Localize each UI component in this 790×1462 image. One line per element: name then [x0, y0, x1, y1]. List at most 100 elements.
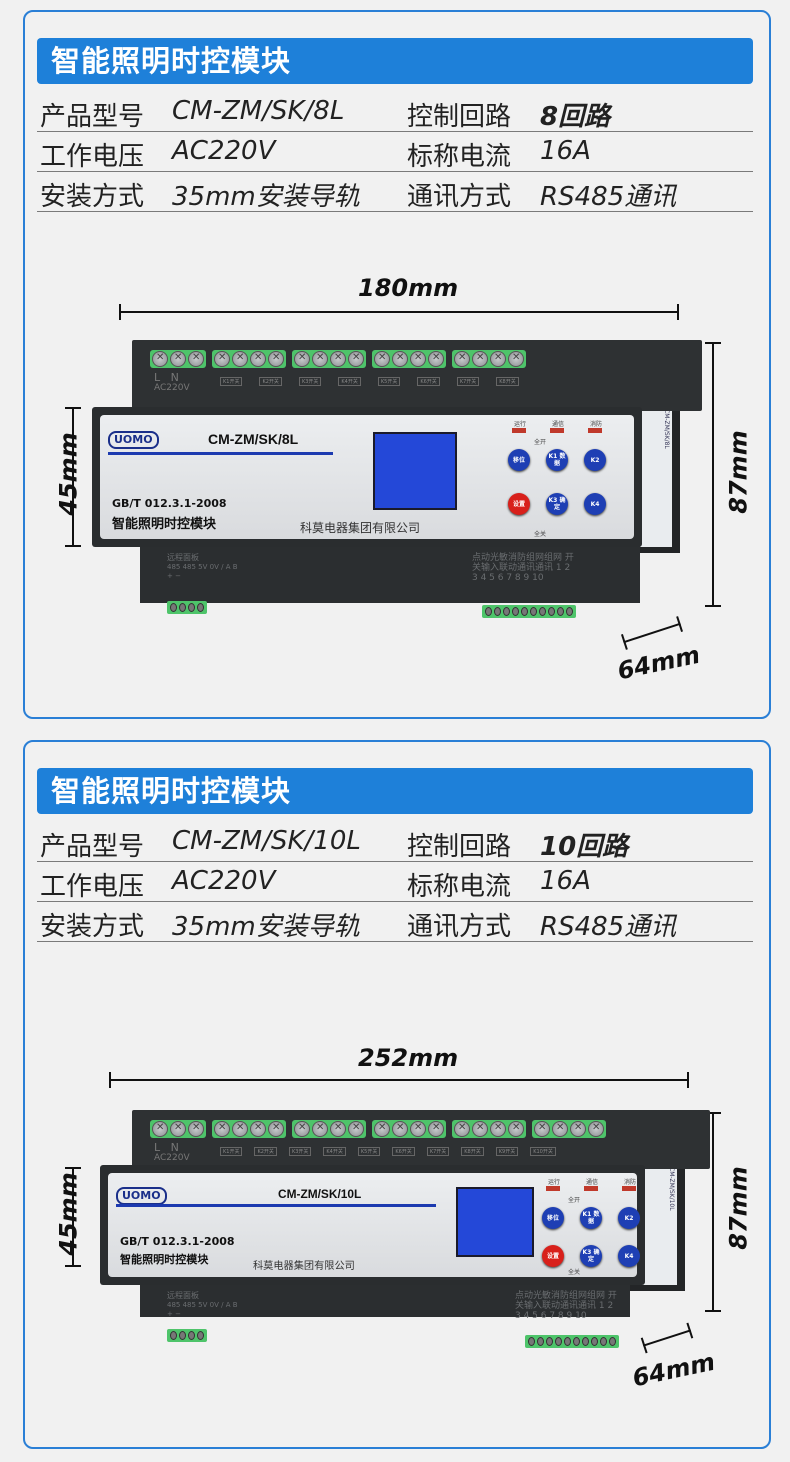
width-dimension-line: [109, 1072, 689, 1088]
spec-row: 安装方式 35mm安装导轨 通讯方式 RS485通讯: [37, 902, 753, 942]
all-on-label: 全开: [568, 1197, 581, 1204]
side-label: CM-ZM/SK/8L: [638, 407, 672, 547]
output-terminals: [150, 1120, 606, 1138]
spec-value: 8回路: [540, 102, 611, 132]
relay-terminal: [292, 1120, 366, 1138]
shift-button[interactable]: 移位: [508, 449, 530, 471]
led-label: 通信: [552, 421, 565, 428]
product-title: 智能照明时控模块: [37, 38, 753, 84]
led-label: 运行: [514, 421, 527, 428]
spec-value: AC220V: [172, 866, 276, 896]
k4-button[interactable]: K4: [618, 1245, 640, 1267]
spec-value: CM-ZM/SK/10L: [172, 826, 361, 856]
input-labels: 点动光敏消防组网组网 开关输入联动通讯通讯 1 2 3 4 5 6 7 8 9 …: [472, 553, 574, 583]
remote-panel-connector: [167, 601, 207, 614]
power-voltage: AC220V: [154, 1153, 190, 1163]
blue-rule: [116, 1204, 436, 1208]
remote-pins: 485 485 5V 0V / A B + −: [167, 1301, 238, 1318]
k3-confirm-button[interactable]: K3 确定: [580, 1245, 602, 1267]
status-led: [588, 428, 602, 433]
power-terminal: [150, 350, 206, 368]
lcd-screen: [373, 432, 457, 510]
k1-data-button[interactable]: K1 数据: [580, 1207, 602, 1229]
height-dimension: 87mm: [724, 1166, 753, 1250]
remote-pins: 485 485 5V 0V / A B + −: [167, 563, 238, 580]
spec-row: 产品型号 CM-ZM/SK/10L 控制回路 10回路: [37, 822, 753, 862]
width-dimension-line: [119, 304, 679, 320]
lcd-screen: [456, 1187, 534, 1258]
shift-button[interactable]: 移位: [542, 1207, 564, 1229]
spec-label: 控制回路: [407, 832, 512, 862]
width-dimension: 180mm: [358, 274, 459, 302]
channel-label: K7开关: [426, 1147, 450, 1156]
remote-panel-title: 远程面板: [167, 1291, 199, 1300]
k2-button[interactable]: K2: [618, 1207, 640, 1229]
product-card-10l: 智能照明时控模块 产品型号 CM-ZM/SK/10L 控制回路 10回路 工作电…: [23, 740, 771, 1449]
relay-terminal: [452, 350, 526, 368]
remote-panel-connector: [167, 1329, 207, 1342]
company-name: 科莫电器集团有限公司: [253, 1261, 355, 1272]
relay-terminal: [532, 1120, 606, 1138]
relay-terminal: [212, 1120, 286, 1138]
settings-button[interactable]: 设置: [542, 1245, 564, 1267]
input-connector: [482, 605, 576, 618]
channel-label: K5开关: [357, 1147, 381, 1156]
company-name: 科莫电器集团有限公司: [300, 521, 421, 535]
power-labels: L N: [154, 1141, 179, 1154]
channel-label: K7开关: [456, 377, 480, 386]
all-on-label: 全开: [534, 439, 547, 446]
status-led: [622, 1186, 636, 1191]
spec-label: 工作电压: [40, 142, 145, 172]
spec-label: 标称电流: [407, 872, 512, 902]
k4-button[interactable]: K4: [584, 493, 606, 515]
front-height-dimension: 45mm: [54, 432, 83, 516]
power-voltage: AC220V: [154, 383, 190, 393]
relay-terminal: [212, 350, 286, 368]
relay-terminal: [372, 1120, 446, 1138]
channel-label: K3开关: [288, 1147, 312, 1156]
channel-label: K10开关: [530, 1147, 556, 1156]
status-led: [512, 428, 526, 433]
input-connector: [525, 1335, 619, 1348]
device-name: 智能照明时控模块: [112, 517, 217, 532]
led-label: 运行: [548, 1179, 561, 1186]
spec-row: 工作电压 AC220V 标称电流 16A: [37, 862, 753, 902]
front-height-dimension: 45mm: [54, 1172, 83, 1256]
led-label: 消防: [590, 421, 603, 428]
channel-label: K4开关: [323, 1147, 346, 1156]
model-label: CM-ZM/SK/8L: [208, 431, 299, 447]
settings-button[interactable]: 设置: [508, 493, 530, 515]
relay-terminal: [452, 1120, 526, 1138]
channel-label: K2开关: [254, 1147, 277, 1156]
spec-value: RS485通讯: [540, 912, 677, 942]
device-top: [132, 1110, 710, 1169]
spec-label: 标称电流: [407, 142, 512, 172]
height-dimension-line: [705, 1112, 721, 1312]
height-dimension: 87mm: [724, 430, 753, 514]
spec-value: 35mm安装导轨: [172, 182, 360, 212]
front-height-dimension-line: [65, 407, 81, 547]
spec-value: 16A: [540, 136, 591, 166]
standard-label: GB/T 012.3.1-2008: [120, 1235, 235, 1248]
spec-label: 通讯方式: [407, 912, 512, 942]
spec-row: 安装方式 35mm安装导轨 通讯方式 RS485通讯: [37, 172, 753, 212]
output-terminals: [150, 350, 526, 368]
k1-data-button[interactable]: K1 数据: [546, 449, 568, 471]
front-panel: UOMO CM-ZM/SK/10L GB/T 012.3.1-2008 智能照明…: [100, 1165, 645, 1285]
channel-label: K8开关: [496, 377, 519, 386]
channel-label: K2开关: [259, 377, 282, 386]
all-off-label: 全关: [534, 531, 547, 538]
channel-label: K1开关: [220, 1147, 243, 1156]
spec-value: 35mm安装导轨: [172, 912, 360, 942]
channel-label: K9开关: [495, 1147, 519, 1156]
relay-terminal: [372, 350, 446, 368]
k3-confirm-button[interactable]: K3 确定: [546, 493, 568, 515]
led-label: 通信: [586, 1179, 599, 1186]
width-dimension: 252mm: [358, 1044, 459, 1072]
k2-button[interactable]: K2: [584, 449, 606, 471]
device-image: CM-ZM/SK/8L L N AC220V K1开关K2开关K3开关K4开关K…: [92, 340, 702, 630]
product-card-8l: 智能照明时控模块 产品型号 CM-ZM/SK/8L 控制回路 8回路 工作电压 …: [23, 10, 771, 719]
device-image: CM-ZM/SK/10L L N AC220V K1开关K2开关K3开关K4开关…: [95, 1110, 710, 1348]
